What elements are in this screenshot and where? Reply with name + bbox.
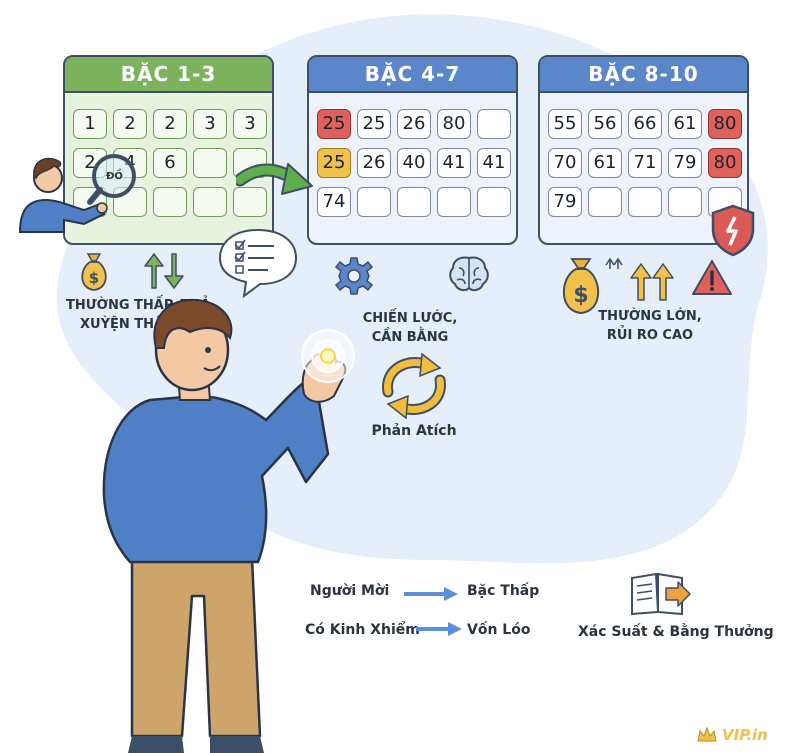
legend-row2-left: Có Kinh Xhiểm <box>305 622 420 638</box>
tier-panel-high: BẶC 8-10 55 56 66 61 80 70 61 71 79 80 7… <box>538 55 749 245</box>
number-cell: 61 <box>588 148 622 178</box>
main-person-illustration <box>102 298 347 753</box>
number-cell: 25 <box>357 109 391 139</box>
number-cell <box>668 187 702 217</box>
number-cell: 2 <box>113 109 147 139</box>
number-cell: 56 <box>588 109 622 139</box>
up-arrows-icon <box>630 263 674 301</box>
number-cell: 66 <box>628 109 662 139</box>
gear-icon <box>334 257 374 295</box>
number-cell: 79 <box>548 187 582 217</box>
number-cell: 55 <box>548 109 582 139</box>
checklist-speech-bubble-icon <box>218 228 298 298</box>
high-risk-label-line2: RỦI RO CAO <box>606 328 694 343</box>
legend-row1-right: Bặc Thấp <box>467 583 540 599</box>
svg-text:$: $ <box>89 269 99 287</box>
number-cell: 70 <box>548 148 582 178</box>
brain-icon <box>449 256 489 292</box>
number-cell <box>233 187 267 217</box>
number-cell <box>357 187 391 217</box>
number-cell: 25 <box>317 148 351 178</box>
cycle-label: Phản Atích <box>371 423 457 439</box>
low-risk-label-line2: XUỲỆN THẤ <box>80 317 165 332</box>
number-cell: 80 <box>437 109 471 139</box>
number-cell <box>397 187 431 217</box>
number-cell: 41 <box>477 148 511 178</box>
number-cell: 71 <box>628 148 662 178</box>
strategy-label-line2: CẦN BẰNG <box>371 330 449 345</box>
up-down-arrows-icon <box>144 253 184 289</box>
number-cell: 61 <box>668 109 702 139</box>
legend-row1-left: Người Mời <box>310 583 390 599</box>
number-cell: 79 <box>668 148 702 178</box>
book-caption: Xác Suất & Bằng Thưởng <box>578 624 774 640</box>
money-bag-icon: $ <box>81 253 107 291</box>
magnifier-icon <box>87 154 136 205</box>
number-cell: 2 <box>153 109 187 139</box>
tier-grid: 55 56 66 61 80 70 61 71 79 80 79 <box>548 109 742 217</box>
magnifier-text: ĐỒ <box>106 171 123 182</box>
number-cell: 80 <box>708 109 742 139</box>
number-cell: 41 <box>437 148 471 178</box>
number-cell: 80 <box>708 148 742 178</box>
strategy-label-line1: CHIẾN LƯỚC, <box>362 311 458 326</box>
legend-row2-right: Vốn Lóo <box>467 622 531 638</box>
number-cell: 25 <box>317 109 351 139</box>
shield-broken-icon <box>711 204 755 257</box>
number-cell <box>437 187 471 217</box>
number-cell <box>153 187 187 217</box>
tier-title: BẶC 1-3 <box>65 57 272 93</box>
number-cell <box>588 187 622 217</box>
cycle-arrows-icon <box>382 352 446 420</box>
touch-ripple-icon <box>301 329 355 383</box>
number-cell: 74 <box>317 187 351 217</box>
blue-arrow-icon <box>416 622 462 636</box>
number-cell <box>477 109 511 139</box>
number-cell <box>193 187 227 217</box>
tier-grid: 25 25 26 80 25 26 40 41 41 74 <box>317 109 511 217</box>
number-cell: 3 <box>193 109 227 139</box>
tier-panel-mid: BẶC 4-7 25 25 26 80 25 26 40 41 41 74 <box>307 55 518 245</box>
number-cell <box>477 187 511 217</box>
strategy-label: CHIẾN LƯỚC, CẦN BẰNG <box>345 309 475 347</box>
svg-text:$: $ <box>573 283 588 308</box>
watermark-crown-icon <box>697 726 717 742</box>
tier-title: BẶC 4-7 <box>309 57 516 93</box>
number-cell: 26 <box>357 148 391 178</box>
warning-icon <box>692 260 732 295</box>
tier-grid: 1 2 2 3 3 2 4 6 <box>73 109 267 217</box>
small-person-illustration <box>18 157 108 233</box>
number-cell <box>628 187 662 217</box>
green-arrow-icon <box>236 163 313 195</box>
number-cell: 26 <box>397 109 431 139</box>
number-cell: 3 <box>233 109 267 139</box>
number-cell: 1 <box>73 109 107 139</box>
number-cell: 40 <box>397 148 431 178</box>
high-risk-label: THƯỜNG LỚN, RỦI RO CAO <box>590 307 710 345</box>
money-bag-icon: $ <box>562 257 623 315</box>
book-arrow-icon <box>631 572 691 616</box>
blue-arrow-icon <box>404 587 458 601</box>
tier-title: BẶC 8-10 <box>540 57 747 93</box>
number-cell <box>193 148 227 178</box>
number-cell: 6 <box>153 148 187 178</box>
watermark-logo: VIP.in <box>696 724 796 748</box>
watermark-text: VIP.in <box>722 726 768 744</box>
high-risk-label-line1: THƯỜNG LỚN, <box>598 309 702 324</box>
tier-panel-low: BẶC 1-3 1 2 2 3 3 2 4 6 <box>63 55 274 245</box>
